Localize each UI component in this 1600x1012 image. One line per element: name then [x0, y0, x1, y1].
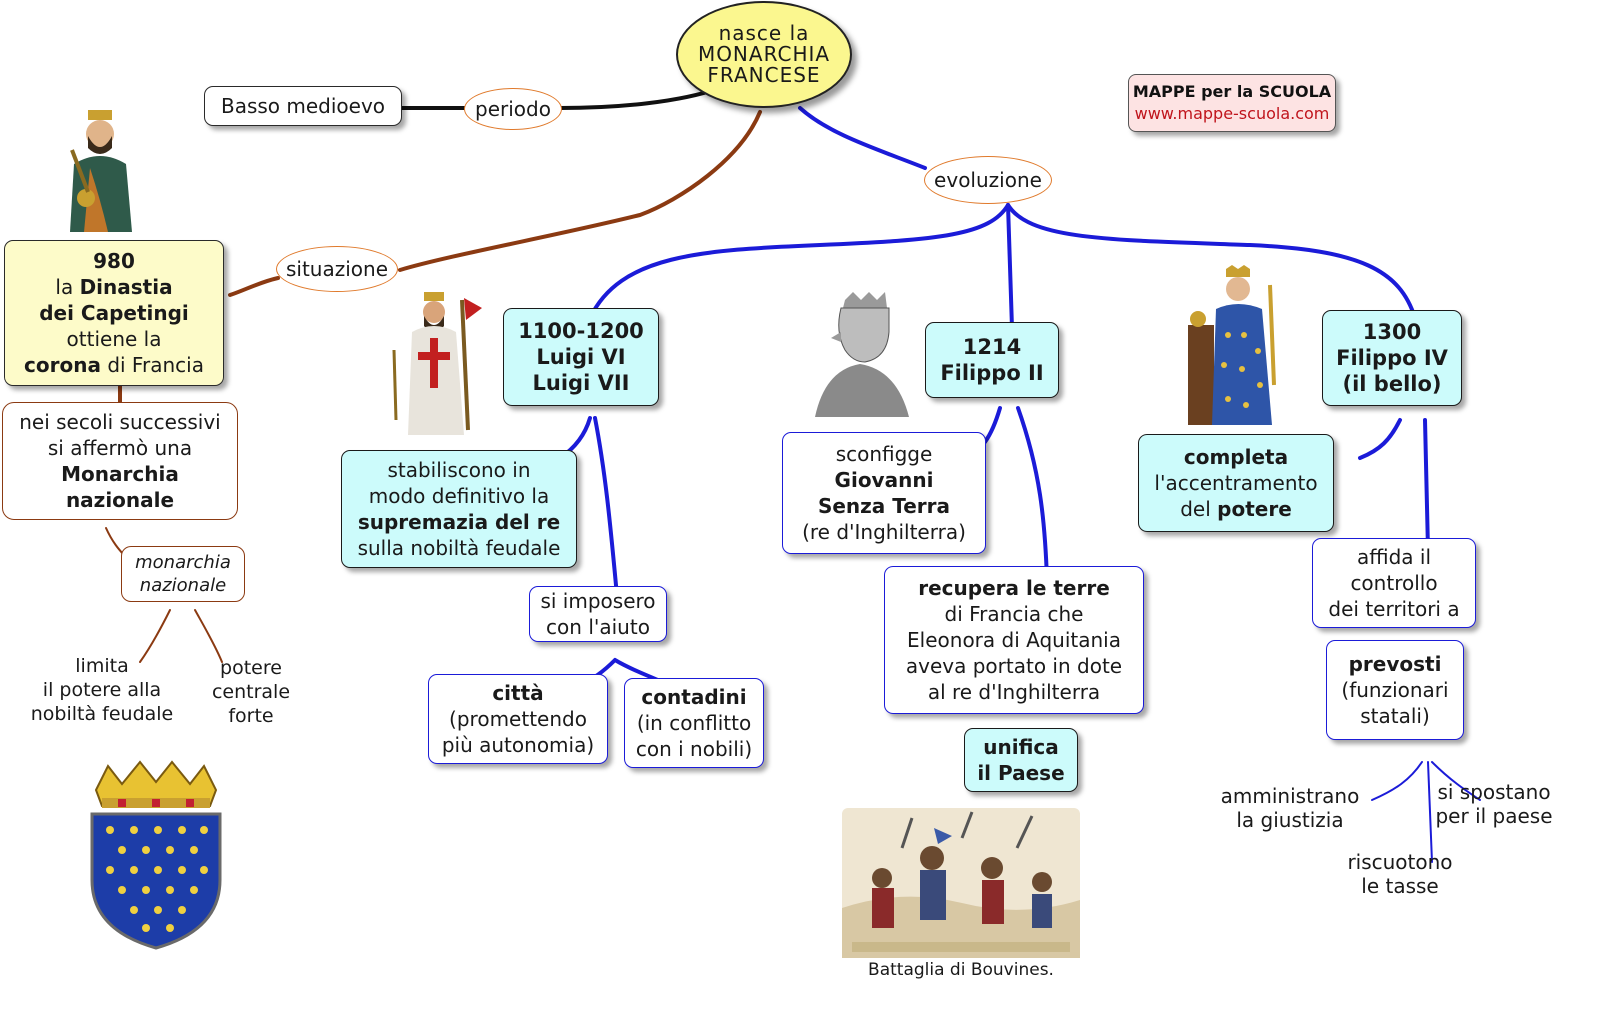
- leaf-limita: limita il potere alla nobiltà feudale: [30, 655, 174, 725]
- period-value: Basso medioevo: [220, 94, 386, 118]
- crusader-king-icon: [392, 292, 482, 435]
- brand-title: MAPPE per la SCUOLA: [1132, 82, 1332, 101]
- luigi-head-box[interactable]: 1100-1200 Luigi VI Luigi VII: [503, 308, 659, 406]
- citta-box[interactable]: città (promettendo più autonomia): [428, 674, 608, 764]
- monarchia-line-1: nei secoli successivi: [19, 410, 221, 434]
- king-portrait-icon: [70, 110, 132, 232]
- leaf-amministrano: amministrano la giustizia: [1220, 784, 1360, 832]
- enthroned-king-icon: [1188, 265, 1276, 425]
- luigi-desc-box[interactable]: stabiliscono in modo definitivo la supre…: [341, 450, 577, 568]
- evolution-link[interactable]: evoluzione: [924, 156, 1052, 204]
- brand-url[interactable]: www.mappe-scuola.com: [1134, 104, 1330, 123]
- completa-box[interactable]: completa l'accentramento del potere: [1138, 434, 1334, 532]
- filippo2-head-box[interactable]: 1214 Filippo II: [925, 322, 1059, 398]
- center-node[interactable]: nasce la MONARCHIA FRANCESE: [676, 1, 852, 108]
- capetingi-line-4: ottiene la: [66, 327, 162, 351]
- center-line: MONARCHIA: [697, 42, 831, 66]
- period-link[interactable]: periodo: [464, 88, 562, 130]
- capetingi-line-1: 980: [93, 249, 135, 273]
- filippo4-head-box[interactable]: 1300 Filippo IV (il bello): [1322, 310, 1462, 406]
- connector-situation: [228, 110, 762, 297]
- connector-f4-completa: [1358, 418, 1402, 460]
- situation-link[interactable]: situazione: [276, 246, 398, 292]
- connector-evo-luigi: [588, 203, 1010, 320]
- king-profile-icon: [815, 292, 909, 417]
- recupera-box[interactable]: recupera le terre di Francia che Eleonor…: [884, 566, 1144, 714]
- center-line: FRANCESE: [707, 63, 821, 87]
- capetingi-line-3: dei Capetingi: [39, 301, 189, 325]
- contadini-box[interactable]: contadini (in conflitto con i nobili): [624, 678, 764, 768]
- situation-link-label: situazione: [285, 257, 389, 281]
- connector-monarchia-leaves: [139, 609, 223, 663]
- connector-f2-sconfigge: [983, 406, 1002, 444]
- leaf-potere-centrale: potere centrale forte: [211, 657, 291, 727]
- capetingi-box[interactable]: 980 la Dinastia dei Capetingi ottiene la…: [4, 240, 224, 386]
- leaf-si-spostano: si spostano per il paese: [1435, 780, 1553, 828]
- connector-evolution: [798, 106, 927, 170]
- period-link-label: periodo: [475, 97, 551, 121]
- unifica-box[interactable]: unifica il Paese: [964, 728, 1078, 792]
- monarchia-line-3: Monarchia: [61, 462, 179, 486]
- monarchia-line-4: nazionale: [65, 488, 175, 512]
- leaf-riscuotono: riscuotono le tasse: [1347, 850, 1453, 898]
- connector-luigi-imposero: [593, 416, 619, 598]
- sconfigge-box[interactable]: sconfigge Giovanni Senza Terra (re d'Ing…: [782, 432, 986, 554]
- connector-f2-recupera: [1016, 406, 1049, 582]
- connector-prevosti-leaves: [1371, 761, 1481, 863]
- capetingi-line-2: la Dinastia: [55, 275, 173, 299]
- evolution-link-label: evoluzione: [934, 168, 1042, 192]
- imposero-box[interactable]: si imposero con l'aiuto: [529, 586, 667, 642]
- coat-of-arms-icon: [90, 760, 222, 950]
- battle-caption: Battaglia di Bouvines.: [868, 960, 1054, 980]
- center-line: nasce la: [718, 21, 810, 45]
- capetingi-line-5: corona di Francia: [24, 353, 204, 377]
- monarchia-line-2: si affermò una: [47, 436, 193, 460]
- connector-f4-affida: [1423, 418, 1430, 552]
- monarchia-link-line: nazionale: [139, 575, 227, 596]
- affida-box[interactable]: affida il controllo dei territori a: [1312, 538, 1476, 628]
- connector-evo-filippo4: [1006, 203, 1417, 320]
- monarchia-link-line: monarchia: [135, 552, 231, 573]
- monarchia-nazionale-box[interactable]: nei secoli successivi si affermò una Mon…: [2, 402, 238, 520]
- period-value-box[interactable]: Basso medioevo: [204, 86, 402, 126]
- connector-evo-filippo2: [1006, 203, 1014, 330]
- battle-scene-icon: [842, 808, 1080, 958]
- brand-box[interactable]: MAPPE per la SCUOLA www.mappe-scuola.com: [1128, 74, 1336, 132]
- prevosti-box[interactable]: prevosti (funzionari statali): [1326, 640, 1464, 740]
- monarchia-link[interactable]: monarchia nazionale: [121, 546, 245, 602]
